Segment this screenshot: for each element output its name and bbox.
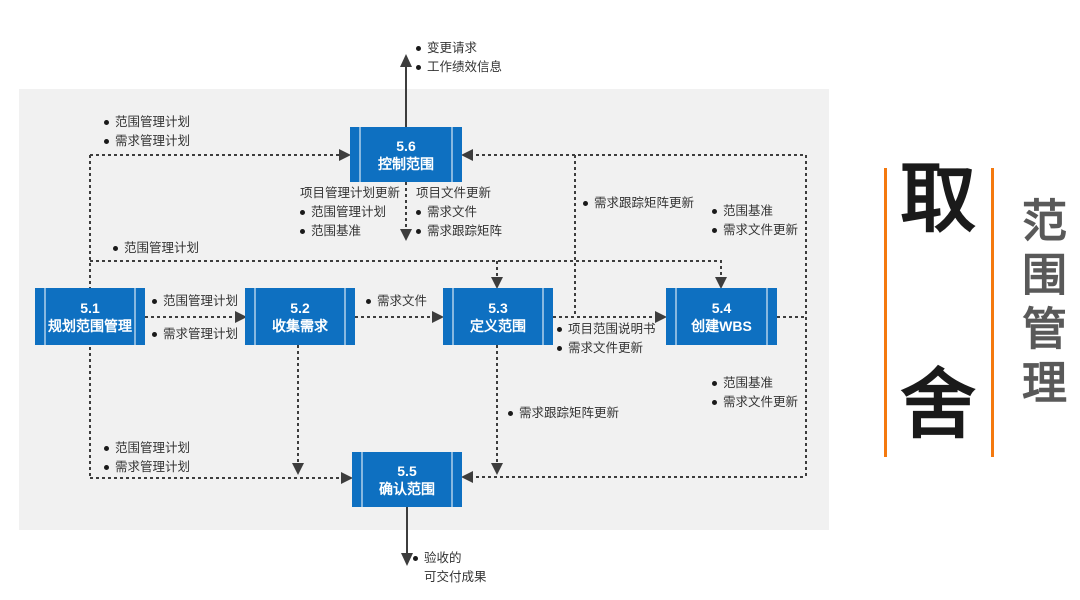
process-box-5-4: 5.4 创建WBS (666, 288, 777, 345)
bullet-icon (712, 400, 717, 405)
bullet-icon (104, 120, 109, 125)
arrowhead-52-down (292, 463, 304, 475)
accent-rule-left (884, 168, 887, 457)
arrowhead-into-54-top (715, 277, 727, 289)
process-name: 规划范围管理 (48, 317, 132, 334)
process-name: 创建WBS (691, 317, 752, 334)
bullet-icon (583, 201, 588, 206)
arrowhead-into-56-left (339, 149, 351, 161)
bullet-icon (712, 209, 717, 214)
bullet-icon (416, 210, 421, 215)
bullet-icon (557, 346, 562, 351)
arrowhead-up-56-output (400, 54, 412, 67)
label-out-53-to-54: 项目范围说明书 需求文件更新 (557, 320, 656, 358)
process-name: 定义范围 (470, 317, 526, 334)
bullet-icon (104, 446, 109, 451)
process-box-5-6: 5.6 控制范围 (350, 127, 462, 182)
big-char-she: 舍 (900, 363, 976, 448)
label-out-52-to-53: 需求文件 (366, 292, 427, 311)
process-name: 确认范围 (379, 480, 435, 497)
bullet-icon (152, 332, 157, 337)
label-matrix-update-to-55: 需求跟踪矩阵更新 (508, 404, 619, 423)
process-box-5-5: 5.5 确认范围 (352, 452, 462, 507)
bullet-icon (413, 556, 418, 561)
arrowhead-56-down (400, 229, 412, 241)
arrowhead-into-55-right (461, 471, 473, 483)
bullet-icon (366, 299, 371, 304)
bullet-icon (712, 381, 717, 386)
bullet-icon (557, 327, 562, 332)
arrowhead-into-53 (432, 311, 444, 323)
process-box-5-2: 5.2 收集需求 (245, 288, 355, 345)
bullet-icon (416, 46, 421, 51)
vertical-title-scope-management: 范围管理 (1015, 197, 1066, 413)
big-char-qu: 取 (900, 157, 976, 242)
label-pm-plan-updates: 项目管理计划更新 范围管理计划 范围基准 (300, 186, 401, 238)
process-id: 5.2 (290, 299, 310, 316)
bullet-icon (104, 139, 109, 144)
arrowhead-down-55-output (401, 553, 413, 566)
process-id: 5.3 (488, 299, 508, 316)
bullet-icon (152, 299, 157, 304)
bullet-icon (113, 246, 118, 251)
process-box-5-1: 5.1 规划范围管理 (35, 288, 145, 345)
bullet-icon (300, 229, 305, 234)
process-id: 5.6 (396, 137, 416, 154)
bullet-icon (508, 411, 513, 416)
process-name: 控制范围 (378, 155, 434, 172)
label-input-to-56-left: 范围管理计划 需求管理计划 (104, 113, 190, 151)
bullet-icon (416, 229, 421, 234)
bullet-icon (416, 65, 421, 70)
label-bottom-output: 验收的 可交付成果 (413, 549, 487, 587)
arrowhead-into-53-top (491, 277, 503, 289)
label-out-51-to-52: 范围管理计划 需求管理计划 (152, 292, 238, 344)
label-top-output: 变更请求 工作绩效信息 (416, 39, 502, 77)
arrowhead-into-52 (235, 311, 247, 323)
label-project-doc-updates: 项目文件更新 需求文件 需求跟踪矩阵 (416, 186, 503, 238)
label-input-to-55-left: 范围管理计划 需求管理计划 (104, 439, 190, 477)
arrowhead-into-54 (655, 311, 667, 323)
label-baseline-to-56: 范围基准 需求文件更新 (712, 202, 798, 240)
bullet-icon (712, 228, 717, 233)
arrowhead-into-55-left (341, 472, 353, 484)
process-box-5-3: 5.3 定义范围 (443, 288, 553, 345)
bullet-icon (300, 210, 305, 215)
dashed-line-51-to-54 (90, 260, 722, 280)
arrowhead-into-56-right (461, 149, 473, 161)
process-id: 5.5 (397, 462, 417, 479)
process-id: 5.1 (80, 299, 100, 316)
process-id: 5.4 (711, 299, 732, 316)
label-baseline-to-55: 范围基准 需求文件更新 (712, 374, 798, 412)
bullet-icon (104, 465, 109, 470)
accent-rule-right (991, 168, 994, 457)
arrowhead-53-down (491, 463, 503, 475)
label-matrix-update-to-56: 需求跟踪矩阵更新 (583, 194, 694, 213)
process-name: 收集需求 (272, 317, 328, 334)
label-plan-to-54: 范围管理计划 (113, 239, 199, 258)
